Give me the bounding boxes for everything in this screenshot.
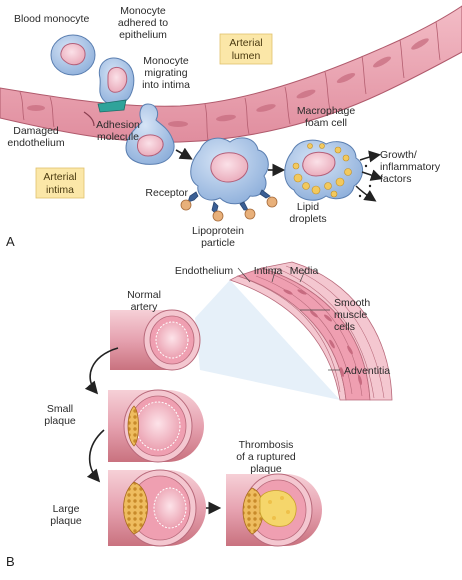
blood-monocyte-cell: [50, 34, 96, 76]
large-plaque-label-2: plaque: [50, 515, 82, 527]
lipid-droplets-label-1: Lipid: [297, 201, 319, 213]
thrombosis-label-3: plaque: [250, 463, 282, 475]
arterial-lumen-label-2: lumen: [232, 50, 261, 62]
media-label: Media: [290, 265, 319, 277]
magnified-wall-section: [228, 261, 393, 401]
macrophage-label-2: foam cell: [305, 117, 347, 129]
thrombosis-label-2: of a ruptured: [236, 451, 296, 463]
small-plaque-tube: [108, 389, 204, 463]
zoom-cone: [195, 280, 340, 400]
adhesion-molecule-label-2: molecule: [97, 131, 139, 143]
adventitia-label: Adventitia: [344, 365, 390, 377]
small-plaque-label-2: plaque: [44, 415, 76, 427]
receptor-label: Receptor: [145, 187, 188, 199]
arterial-lumen-box: Arterial lumen: [219, 33, 273, 65]
adhered-monocyte-cell: [98, 57, 135, 105]
monocyte-adhered-label-2: adhered to: [118, 17, 168, 29]
lipoprotein-label-1: Lipoprotein: [192, 225, 244, 237]
smooth-muscle-label-1: Smooth: [334, 297, 370, 309]
damaged-endothelium-gap: [83, 111, 95, 127]
macrophage-label-1: Macrophage: [297, 105, 356, 117]
smooth-muscle-label-3: cells: [334, 321, 355, 333]
arrow-normal-to-small: [84, 347, 119, 395]
arterial-lumen-label-1: Arterial: [229, 37, 262, 49]
monocyte-adhered-label-3: epithelium: [119, 29, 167, 41]
growth-factors-label-3: factors: [380, 173, 412, 185]
adhesion-molecule-shape: [97, 99, 127, 113]
thrombosis-tube: [226, 473, 322, 547]
growth-factors-label-1: Growth/: [380, 149, 417, 161]
migrating-monocyte-cell: [125, 103, 175, 165]
damaged-endothelium-label-1: Damaged: [13, 125, 59, 137]
monocyte-migrating-label-3: into intima: [142, 79, 190, 91]
blood-monocyte-label: Blood monocyte: [14, 13, 89, 25]
normal-artery-label-2: artery: [131, 301, 159, 313]
foam-cell: [284, 139, 363, 201]
lipoprotein-particles: [180, 196, 278, 222]
panel-a-tag: A: [6, 234, 15, 249]
monocyte-migrating-label-2: migrating: [144, 67, 187, 79]
normal-artery-label-1: Normal: [127, 289, 161, 301]
damaged-endothelium-label-2: endothelium: [7, 137, 64, 149]
large-plaque-label-1: Large: [53, 503, 80, 515]
adhesion-molecule-label-1: Adhesion: [96, 119, 140, 131]
thrombosis-label-1: Thrombosis: [239, 439, 294, 451]
growth-factor-arrows: [355, 150, 383, 202]
macrophage-cell: [190, 137, 269, 205]
panel-b-leader-lines: [237, 267, 340, 371]
lipoprotein-label-2: particle: [201, 237, 235, 249]
growth-factors-label-2: inflammatory: [380, 161, 441, 173]
arterial-intima-label-1: Arterial: [43, 171, 76, 183]
panel-b-tag: B: [6, 554, 15, 569]
arrow-to-macrophage: [175, 147, 193, 160]
arterial-intima-label-2: intima: [46, 184, 74, 196]
small-plaque-label-1: Small: [47, 403, 73, 415]
monocyte-adhered-label-1: Monocyte: [120, 5, 166, 17]
endothelium-label: Endothelium: [175, 265, 234, 277]
secreted-factors: [358, 164, 372, 198]
normal-artery-tube: [110, 309, 201, 371]
large-plaque-tube: [108, 469, 206, 547]
arrow-small-to-large: [86, 429, 105, 483]
lipid-droplets-label-2: droplets: [289, 213, 326, 225]
monocyte-migrating-label-1: Monocyte: [143, 55, 189, 67]
intima-label: Intima: [254, 265, 283, 277]
smooth-muscle-label-2: muscle: [334, 309, 367, 321]
arterial-intima-box: Arterial intima: [35, 167, 85, 199]
